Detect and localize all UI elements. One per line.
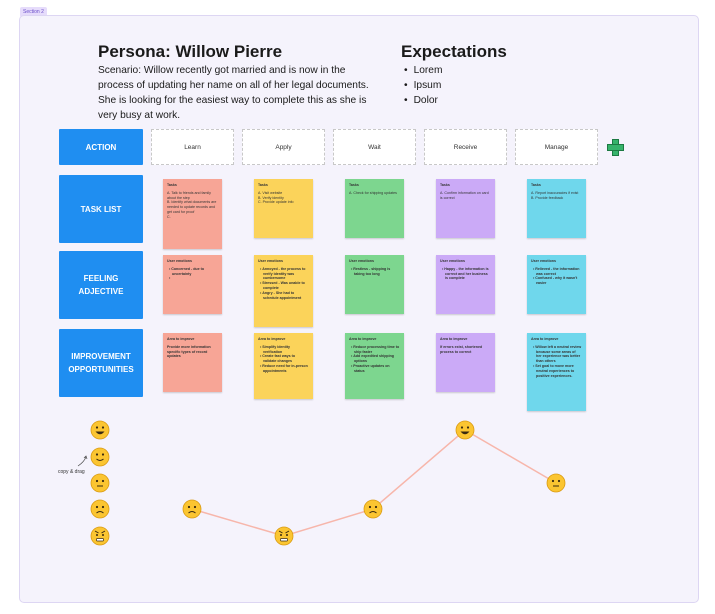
task-sticky-receive[interactable]: Tasks A. Confirm information on card is … [436,179,495,238]
section-tag[interactable]: Section 2 [20,7,47,17]
expectation-item: Ipsum [404,78,442,93]
stage-wait[interactable]: Wait [333,129,416,165]
journey-learn-sad-face-icon [182,499,202,519]
journey-manage-neutral-face-icon [546,473,566,493]
improvement-sticky-apply[interactable]: Area to improve Simplify identity verifi… [254,333,313,399]
emotion-sticky-receive[interactable]: User emotions Happy - the information is… [436,255,495,314]
improvement-sticky-wait[interactable]: Area to improve Reduce processing time t… [345,333,404,399]
persona-title: Persona: Willow Pierre [98,42,283,61]
happy-face-icon [90,447,110,467]
copy-drag-arrow-icon [77,456,87,467]
task-sticky-wait[interactable]: Tasks A. Check for shipping updates [345,179,404,238]
stage-manage[interactable]: Manage [515,129,598,165]
row-label-action[interactable]: ACTION [59,129,143,165]
emotion-sticky-learn[interactable]: User emotions Concerned - due to uncerta… [163,255,222,314]
expectations-title: Expectations [401,42,507,61]
emotion-sticky-wait[interactable]: User emotions Restless - shipping is tak… [345,255,404,314]
task-sticky-apply[interactable]: Tasks A. Visit website B. Verify identit… [254,179,313,238]
persona-scenario: Scenario: Willow recently got married an… [98,65,369,121]
copy-drag-label: copy & drag [58,469,85,475]
very-happy-face-icon [90,420,110,440]
stage-apply[interactable]: Apply [242,129,325,165]
task-sticky-learn[interactable]: Tasks A. Talk to friends and family abou… [163,179,222,249]
angry-face-icon [90,526,110,546]
neutral-face-icon [90,473,110,493]
add-stage-plus-icon[interactable] [607,139,624,156]
improvement-sticky-learn[interactable]: Area to improve Provide more information… [163,333,222,392]
stage-receive[interactable]: Receive [424,129,507,165]
journey-apply-angry-face-icon [274,526,294,546]
expectation-item: Dolor [404,93,442,108]
emotion-sticky-manage[interactable]: User emotions Relieved - the information… [527,255,586,314]
journey-wait-sad-face-icon [363,499,383,519]
expectations-list: Lorem Ipsum Dolor [404,63,443,108]
journey-receive-very-happy-face-icon [455,420,475,440]
improvement-sticky-receive[interactable]: Area to improve If errors exist, shorten… [436,333,495,392]
improvement-sticky-manage[interactable]: Area to improve Willow left a neutral re… [527,333,586,411]
stage-learn[interactable]: Learn [151,129,234,165]
emotion-journey-line [191,429,557,537]
row-label-task-list[interactable]: TASK LIST [59,175,143,243]
emotion-sticky-apply[interactable]: User emotions Annoyed - the process to v… [254,255,313,327]
expectation-item: Lorem [404,63,443,78]
sad-face-icon [90,499,110,519]
task-sticky-manage[interactable]: Tasks A. Report inaccuracies if exist B.… [527,179,586,238]
